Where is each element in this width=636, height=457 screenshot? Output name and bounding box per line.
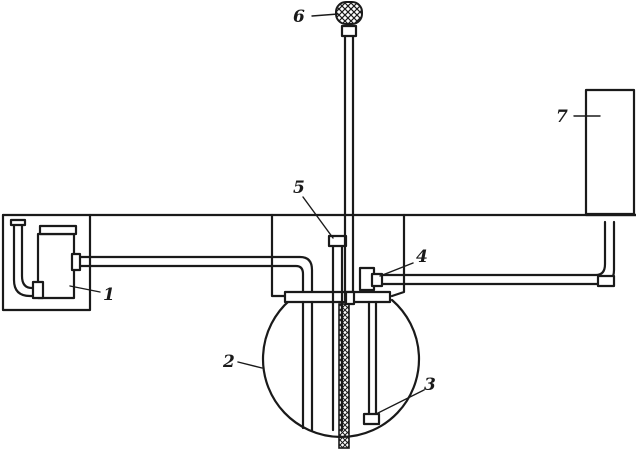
label-3: 3 <box>424 375 436 395</box>
probe-rod <box>335 1 363 306</box>
label-6: 6 <box>293 7 305 27</box>
supply-pipe <box>78 255 314 298</box>
control-box <box>584 88 636 216</box>
pump-unit <box>9 218 82 300</box>
label-2: 2 <box>222 352 235 372</box>
leader-lines <box>69 13 601 415</box>
label-5: 5 <box>293 178 305 198</box>
label-7: 7 <box>556 107 568 127</box>
label-1: 1 <box>103 285 115 305</box>
valve-and-return-pipe <box>358 220 616 292</box>
spherical-vessel <box>261 234 421 449</box>
label-4: 4 <box>416 247 428 267</box>
